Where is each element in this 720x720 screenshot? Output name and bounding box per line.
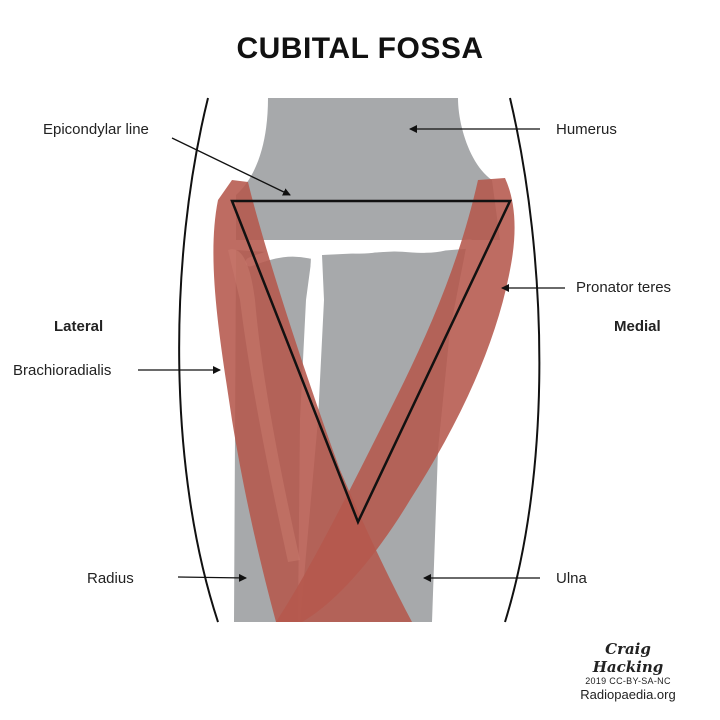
brachioradialis-muscle: [213, 180, 412, 622]
epicondylar-line-label: Epicondylar line: [43, 121, 149, 138]
lateral-label: Lateral: [54, 318, 104, 335]
arm-outline-right: [504, 97, 541, 623]
medial-label: Medial: [614, 318, 661, 335]
radius-pointer: [177, 573, 247, 582]
site-text: Radiopaedia.org: [580, 687, 676, 702]
license-text: 2019 CC-BY-SA-NC: [585, 676, 671, 686]
epicondylar-line-pointer: [171, 137, 291, 196]
author-signature: Craig Hacking: [592, 640, 664, 676]
credit-block: Craig Hacking 2019 CC-BY-SA-NC Radiopaed…: [568, 640, 688, 703]
diagram-title: CUBITAL FOSSA: [236, 32, 484, 65]
humerus-bone: [236, 98, 500, 240]
cubital-fossa-triangle: [230, 199, 512, 526]
humerus-label: Humerus: [556, 121, 617, 138]
joint-space: [245, 239, 475, 267]
radius-label: Radius: [87, 570, 134, 587]
brachioradialis-highlight: [228, 249, 300, 563]
pronator-teres-muscle: [276, 178, 515, 622]
pronator-teres-label: Pronator teres: [576, 279, 672, 296]
ulna-label: Ulna: [556, 570, 587, 587]
brachioradialis-label: Brachioradialis: [13, 362, 112, 379]
arm-outline-left: [178, 97, 219, 623]
